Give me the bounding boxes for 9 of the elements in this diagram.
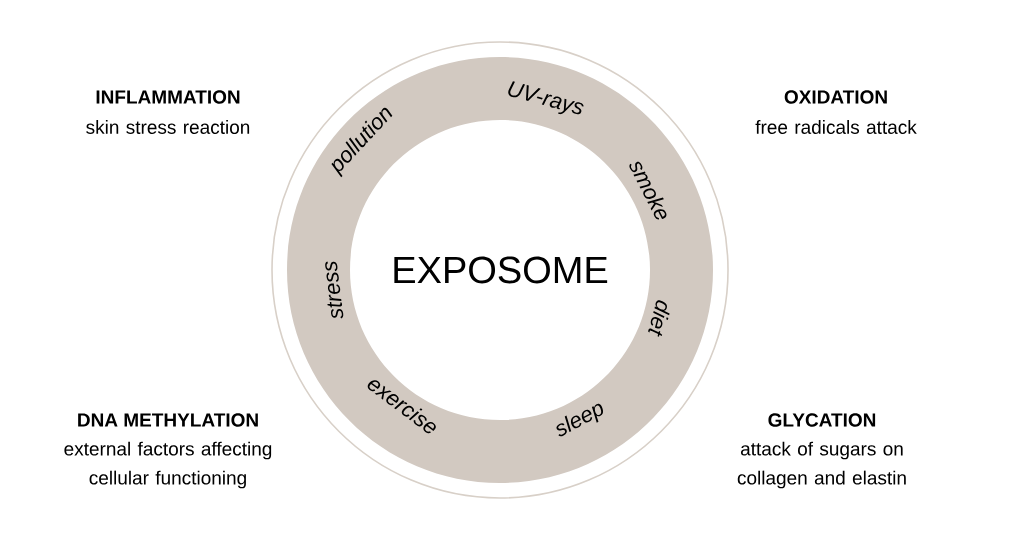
description: free radicals attack [755, 120, 917, 134]
heading: OXIDATION [784, 90, 887, 104]
center-label: EXPOSOME [394, 256, 608, 284]
description: attack of sugars on collagen and elastin [737, 441, 906, 489]
heading: INFLAMMATION [96, 90, 240, 104]
description: skin stress reaction [86, 120, 250, 134]
heading: GLYCATION [768, 413, 876, 427]
heading: DNA METHYLATION [78, 413, 258, 427]
description: external factors affecting cellular functioning [64, 441, 272, 489]
